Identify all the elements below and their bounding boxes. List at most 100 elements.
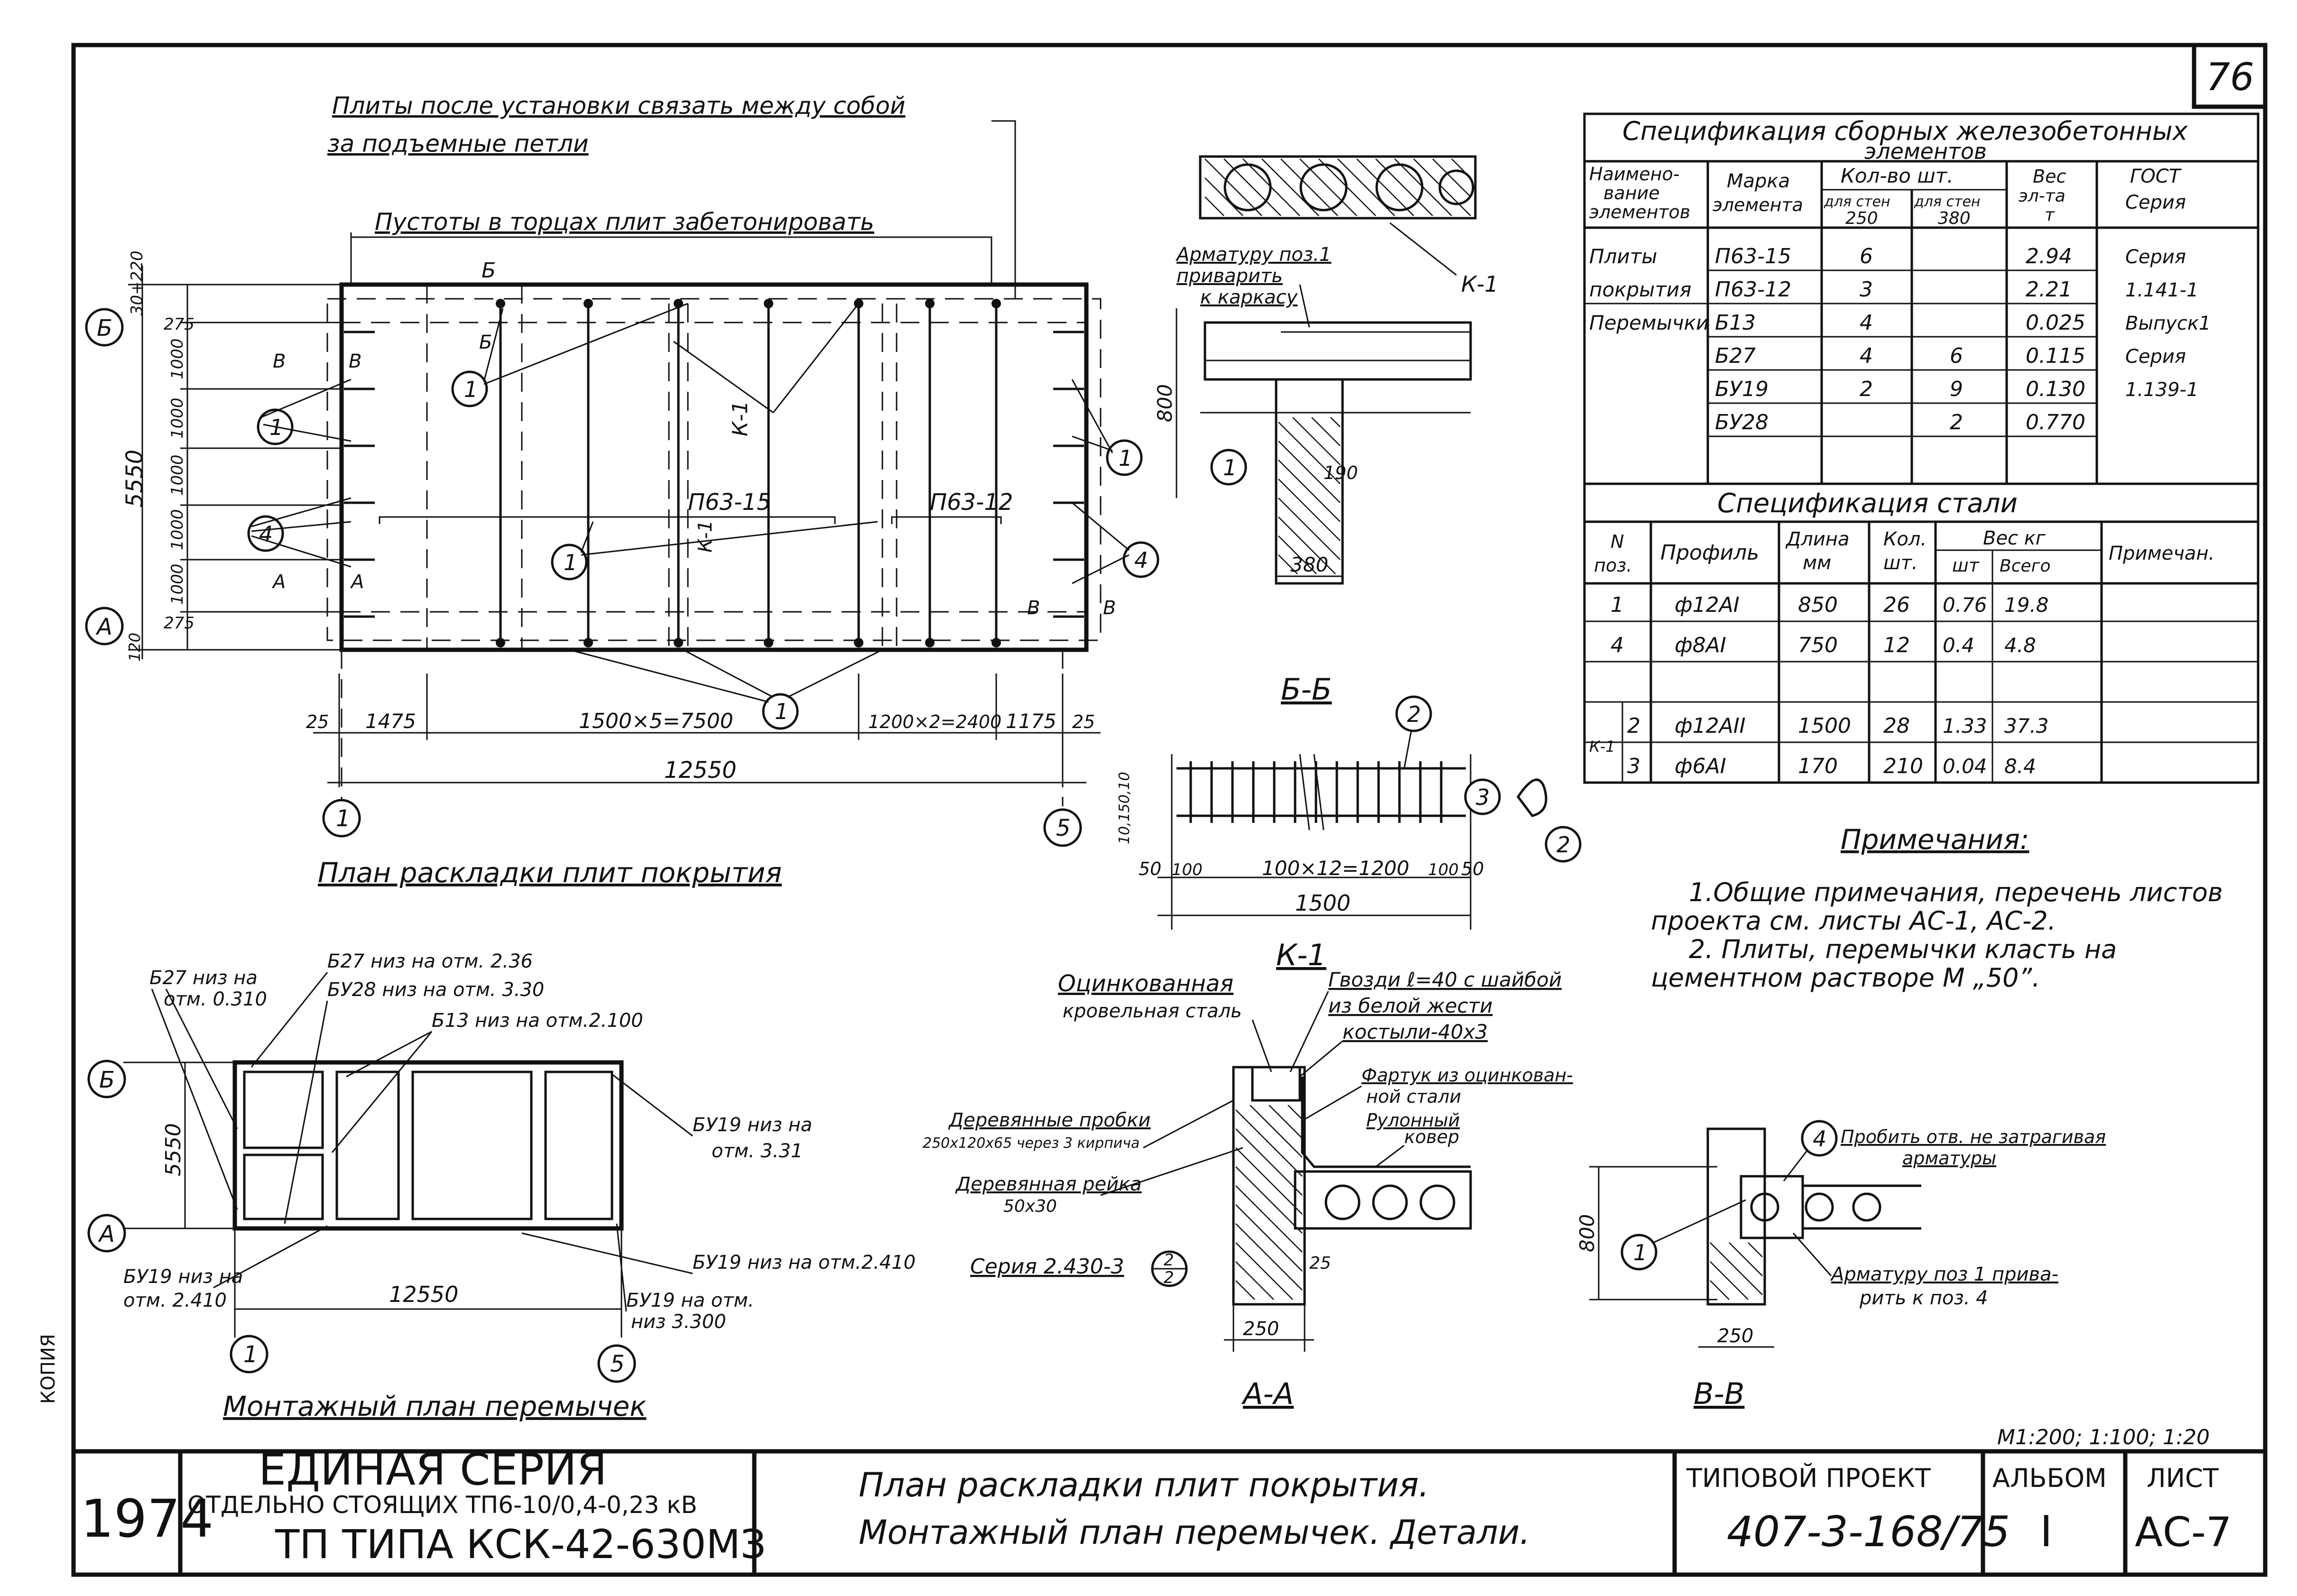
aa-dim-25: 25: [1309, 1254, 1331, 1273]
slab-tie-dot: [584, 638, 593, 647]
lintel-label-bu19-2: отм. 3.31: [712, 1140, 803, 1162]
slab-cut-v-left-2: В: [349, 351, 361, 372]
section-aa-hatching: [1235, 1105, 1303, 1300]
steel-row-pos: 4: [1611, 633, 1624, 657]
notes-line-3: 2. Плиты, перемычки класть на: [1689, 934, 2117, 964]
lintel-leaders: [151, 972, 693, 1312]
slab-cut-a-left-1: А: [271, 571, 286, 593]
steel-row-group: К-1: [1589, 738, 1615, 756]
slab-dim-bottom: 120: [126, 633, 144, 662]
slab-dim-top: 30+220: [128, 250, 147, 315]
slab-cut-v-right-1: В: [1027, 597, 1040, 619]
slab-dim-mid: 1500×5=7500: [579, 709, 733, 733]
section-bb-drawing: [1176, 155, 1477, 585]
slab-dim-25b: 25: [1072, 711, 1095, 732]
precast-row-name: Перемычки: [1589, 311, 1709, 334]
aa-title: А-А: [1241, 1376, 1294, 1411]
k1-break-line: [1299, 754, 1310, 830]
slab-axis-1-bubble: [322, 799, 361, 838]
slab-cut-a-left-2: А: [350, 571, 364, 593]
lintel-dims: [123, 1061, 622, 1338]
precast-row-gost: Серия: [2125, 346, 2186, 368]
hatch-line: [1235, 1128, 1303, 1196]
slab-dim-25a: 25: [306, 711, 329, 732]
precast-row-qty-380: 2: [1950, 410, 1963, 434]
hatch-line: [1278, 441, 1341, 503]
notes-line-4: цементном растворе М „50”.: [1651, 963, 2040, 993]
spec-steel-hdr-length-1: Длина: [1785, 528, 1849, 550]
album-value: I: [2040, 1507, 2053, 1557]
slab-note-1: Плиты после установки связать между собо…: [332, 92, 905, 120]
section-vv-drawing: [1589, 1127, 1921, 1348]
slab-tie-dot: [991, 638, 1001, 647]
steel-row-length: 1500: [1798, 714, 1851, 738]
steel-row-profile: ф12АI: [1675, 593, 1740, 617]
hatch-line: [1235, 1242, 1293, 1300]
lintel-label-bu28: БУ28 низ на отм. 3.30: [327, 979, 544, 1001]
vv-pos-4-leader: [1783, 1150, 1808, 1181]
hatch-line: [1242, 158, 1300, 216]
section-bb-pos-bubble: [1210, 449, 1247, 486]
hatch-line: [1710, 1242, 1763, 1295]
slab-dim-lines: [313, 650, 1101, 806]
precast-row-qty-250: 4: [1860, 344, 1873, 368]
vv-pos-1-bubble: [1621, 1234, 1658, 1271]
slab-dim-5550: 5550: [121, 450, 148, 507]
vv-label-1: Пробить отв. не затрагивая: [1841, 1126, 2106, 1147]
slab-axis-a-bubble: [85, 607, 124, 646]
precast-row-qty-250: 6: [1860, 244, 1873, 268]
lintel-label-b27-1: Б27 низ на: [149, 967, 258, 989]
hatch-line: [1432, 158, 1471, 197]
k1-dim-1500: 1500: [1295, 890, 1351, 916]
steel-row-total: 4.8: [2004, 634, 2036, 657]
slab-note-2: Пустоты в торцах плит забетонировать: [375, 208, 874, 236]
aa-label-6: Фартук из оцинкован-: [1362, 1065, 1573, 1086]
slab-tie-dot: [674, 638, 683, 647]
aa-leaders: [1100, 991, 1405, 1196]
aa-label-7: ной стали: [1366, 1086, 1461, 1107]
slab-dim-275a: 275: [164, 315, 195, 334]
steel-row-length: 170: [1798, 754, 1838, 778]
slab-pos-1-right-bubble: [1106, 439, 1143, 476]
slab-cut-b-mid: Б: [479, 332, 492, 353]
spec-precast-hdr-gost-2: Серия: [2125, 192, 2186, 213]
aa-label-9: ковер: [1404, 1126, 1459, 1147]
precast-row-weight: 0.025: [2026, 311, 2085, 335]
hatch-line: [1204, 158, 1262, 216]
slab-dim-1200: 1200×2=2400: [868, 711, 1001, 732]
slab-pos-1-top: 1: [464, 377, 478, 402]
spec-precast-hdr-qty: Кол-во шт.: [1841, 164, 1954, 187]
slab-axis-5: 5: [1056, 815, 1071, 841]
slab-frame-k1-a: К-1: [728, 401, 752, 436]
lintel-axis-a: А: [98, 1221, 115, 1247]
hatch-line: [1394, 158, 1452, 216]
precast-row-weight: 2.21: [2026, 277, 2072, 302]
slab-note-leader-1: [991, 120, 1016, 299]
k1-hook-detail: [1516, 778, 1547, 817]
slab-pos-1-top-bubble: [451, 370, 488, 407]
lintel-axis-b-bubble: [87, 1060, 126, 1098]
spec-steel-hdr-weight: Вес кг: [1983, 527, 2046, 549]
slab-axis-b: Б: [97, 315, 112, 341]
slab-plan-caption: План раскладки плит покрытия: [318, 857, 782, 889]
spec-precast-title-2: элементов: [1864, 138, 1987, 164]
hatch-line: [1337, 158, 1395, 216]
spec-precast-hdr-name-3: элементов: [1589, 202, 1690, 222]
lintel-label-b13: Б13 низ на отм.2.100: [432, 1010, 643, 1032]
aa-label-1: Оцинкованная: [1058, 970, 1233, 997]
hatch-line: [1235, 1223, 1303, 1291]
lintel-axis-1: 1: [243, 1341, 258, 1368]
steel-row-total: 8.4: [2004, 755, 2036, 778]
lintel-axis-b: Б: [99, 1067, 115, 1093]
section-bb-frame: К-1: [1461, 271, 1499, 297]
album-label: АЛЬБОМ: [1992, 1463, 2107, 1493]
spec-steel-hdr-pos-2: поз.: [1594, 555, 1632, 576]
notes-line-2: проекта см. листы АС-1, АС-2.: [1651, 906, 2056, 936]
precast-row-gost: Выпуск1: [2125, 313, 2211, 334]
hatch-line: [1235, 1185, 1303, 1253]
hatch-line: [1235, 1109, 1303, 1177]
slab-tie-dot: [991, 299, 1001, 308]
slab-note-leader-2b: [351, 236, 992, 285]
slab-dim-1000-1: 1000: [168, 338, 187, 379]
slab-tie-dot: [854, 638, 863, 647]
